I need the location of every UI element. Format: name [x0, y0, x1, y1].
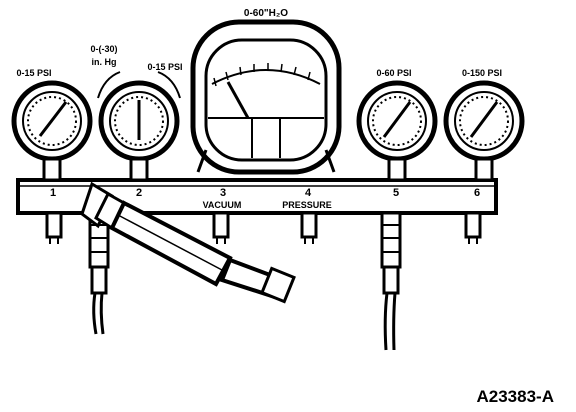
gauge-2: [97, 71, 181, 182]
manometer-range-label: 0-60"H₂O: [244, 8, 288, 19]
figure-id: A23383-A: [477, 387, 555, 406]
gauge-5: [356, 80, 438, 182]
vacuum-label: VACUUM: [203, 200, 242, 210]
water-manometer: [190, 19, 342, 175]
pressure-label: PRESSURE: [282, 200, 332, 210]
gauge-6-range-label: 0-150 PSI: [462, 68, 502, 78]
port-number-1: 1: [50, 187, 56, 199]
gauge-6: [443, 80, 525, 182]
port-number-2: 2: [136, 187, 142, 199]
port-number-6: 6: [474, 187, 480, 199]
gauge-2-range-label: 0-15 PSI: [147, 62, 182, 72]
gauge-1: [11, 80, 93, 182]
hose-port-5: [380, 211, 402, 351]
port-number-5: 5: [393, 187, 399, 199]
gauge-5-range-label: 0-60 PSI: [376, 68, 411, 78]
pump-cylinder: [80, 181, 296, 304]
gauge-2-vacuum-range-line2: in. Hg: [92, 57, 117, 67]
port-number-4: 4: [305, 187, 312, 199]
gauge-2-vacuum-range-line1: 0-(-30): [90, 44, 117, 54]
port-fittings: [45, 211, 482, 244]
port-number-3: 3: [220, 187, 226, 199]
gauge-1-range-label: 0-15 PSI: [16, 68, 51, 78]
hose-port-2: [88, 211, 110, 335]
